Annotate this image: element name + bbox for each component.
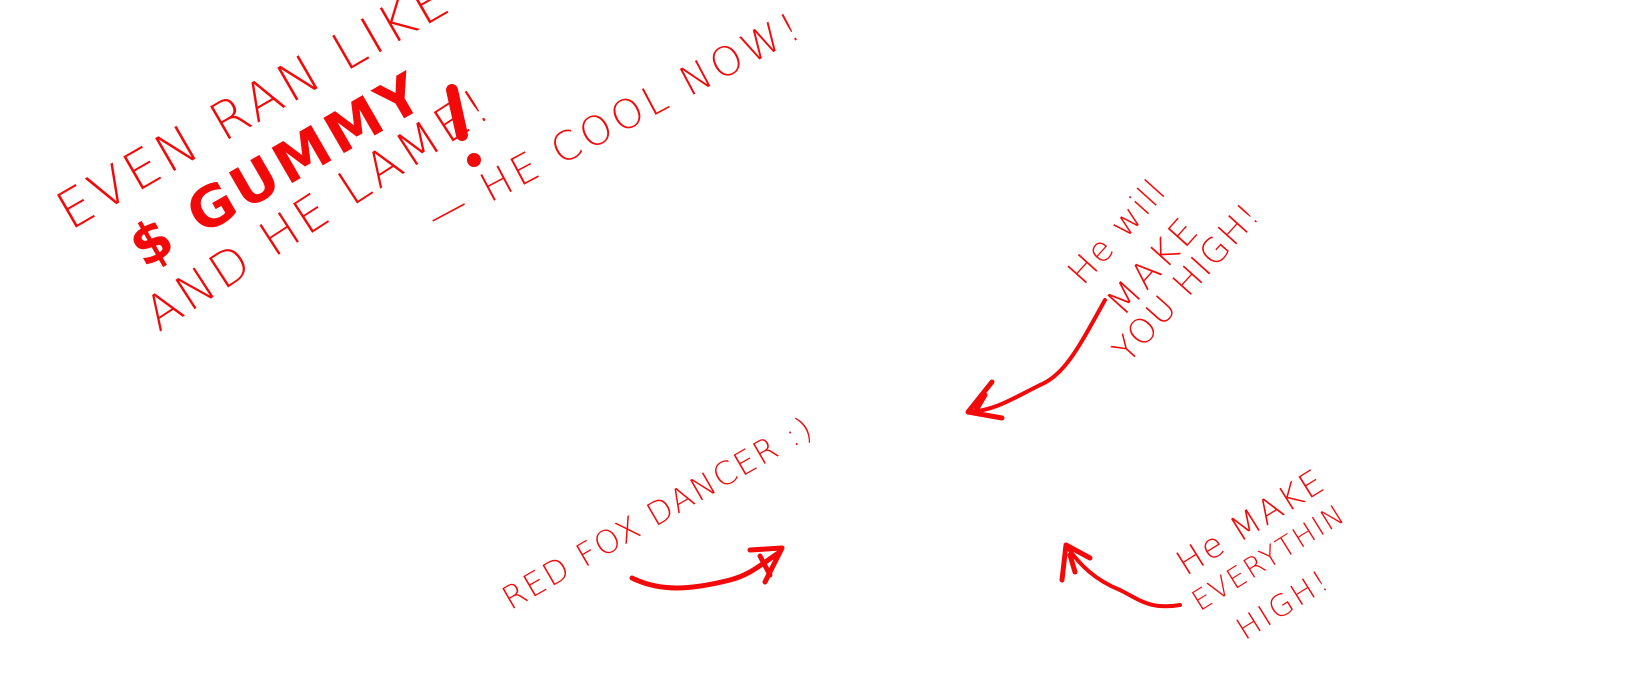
exclamation-mark (446, 84, 468, 141)
arrow-to-center-bottom (1066, 546, 1182, 609)
arrowhead-top (965, 379, 1005, 421)
exclamation-dot (467, 153, 481, 167)
arrow-to-center-top (968, 298, 1107, 414)
arrowhead-dancer (747, 545, 785, 585)
arrow-dancer (629, 549, 783, 591)
arrowhead-bottom (1059, 542, 1093, 583)
